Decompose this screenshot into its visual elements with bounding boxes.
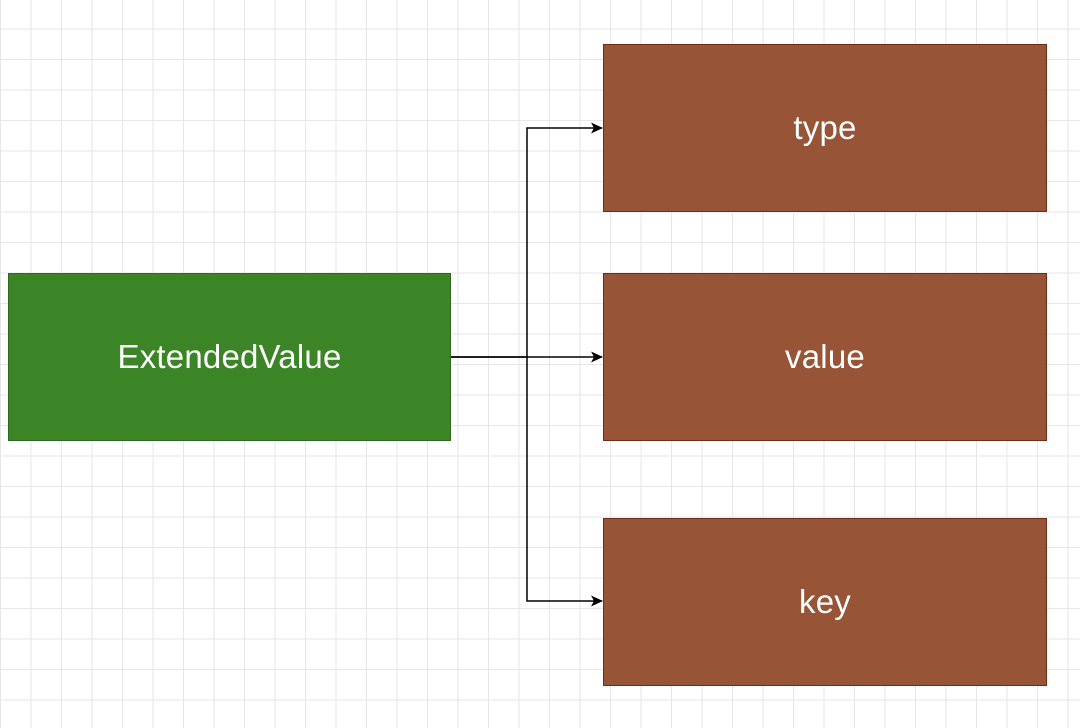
type-node[interactable]: type (603, 44, 1047, 212)
key-node-label: key (799, 583, 851, 620)
value-node[interactable]: value (603, 273, 1047, 441)
edge-extendedvalue-to-key (526, 357, 603, 607)
edge-extendedvalue-to-type (451, 122, 603, 358)
extendedvalue-node[interactable]: ExtendedValue (8, 273, 451, 441)
extendedvalue-node-label: ExtendedValue (117, 338, 342, 375)
type-node-label: type (793, 109, 857, 146)
value-node-label: value (785, 338, 865, 375)
key-node[interactable]: key (603, 518, 1047, 686)
